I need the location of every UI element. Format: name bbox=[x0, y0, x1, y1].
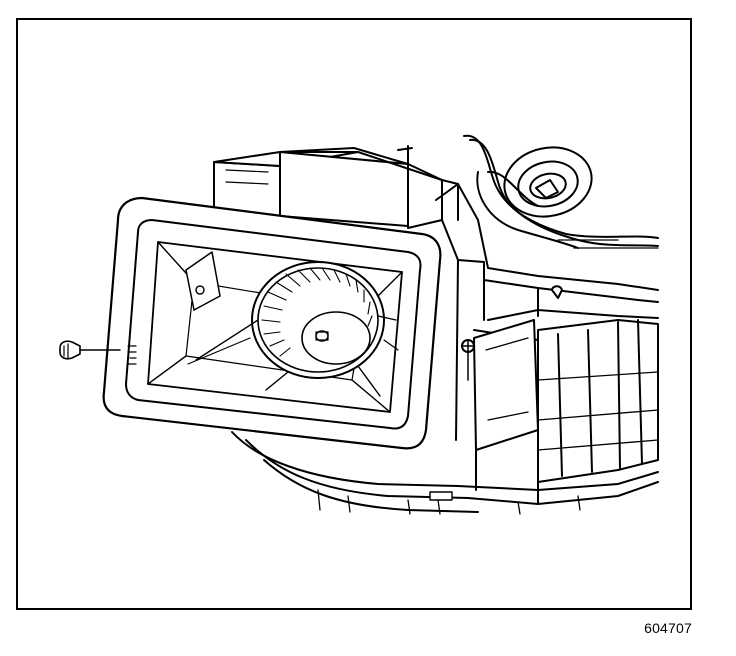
motor-cover-and-wiring bbox=[463, 134, 659, 249]
blower-case-body bbox=[231, 183, 659, 515]
figure-number: 604707 bbox=[644, 620, 692, 636]
blower-motor-assembly-illustration bbox=[59, 134, 659, 515]
blower-wheel bbox=[187, 261, 399, 397]
fastener-screw bbox=[59, 340, 121, 360]
illustration-frame bbox=[16, 18, 692, 610]
